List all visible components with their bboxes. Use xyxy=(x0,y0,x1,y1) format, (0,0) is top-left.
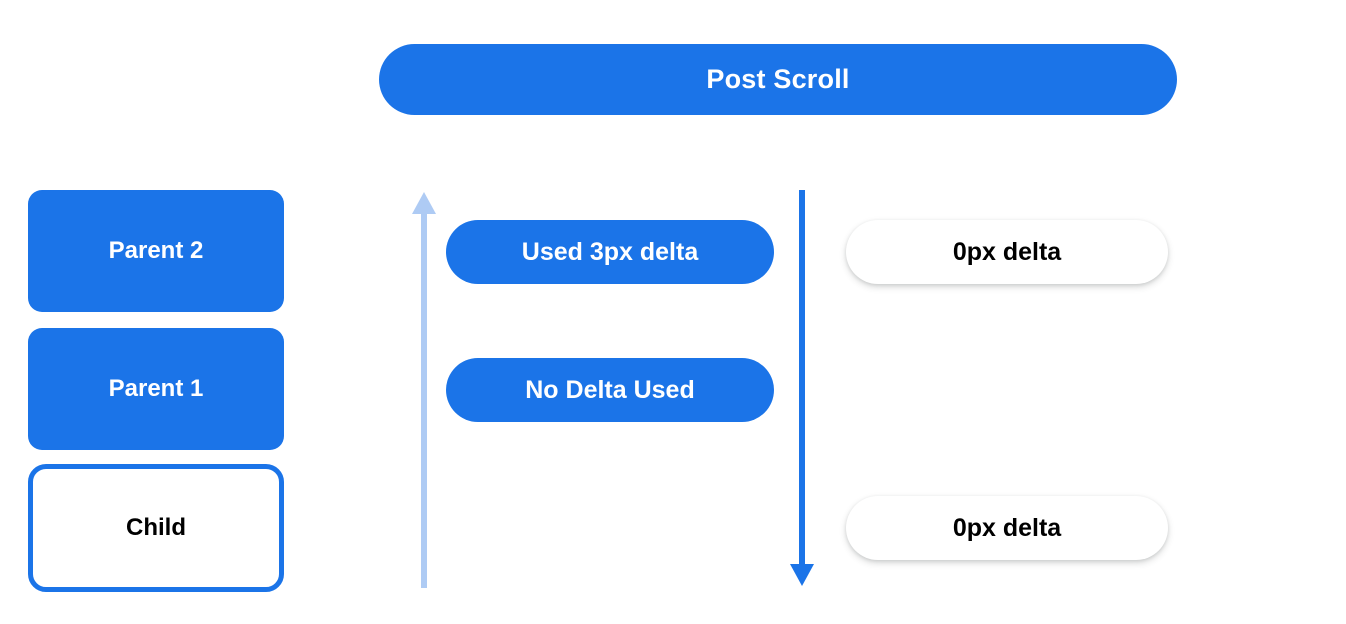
delta-pill-label: Used 3px delta xyxy=(521,237,699,266)
page-title: Post Scroll xyxy=(706,64,850,94)
delta-pill-unused: No Delta Used xyxy=(446,358,774,422)
stack-item-label: Child xyxy=(126,514,186,541)
delta-pill-label: No Delta Used xyxy=(525,375,695,404)
result-pill-top: 0px delta xyxy=(846,220,1168,284)
result-pill-bottom: 0px delta xyxy=(846,496,1168,560)
stack-item-child: Child xyxy=(28,464,284,592)
stack-item-label: Parent 1 xyxy=(108,375,204,402)
upward-arrow-icon xyxy=(412,192,436,588)
result-pill-label: 0px delta xyxy=(952,513,1062,542)
stack-item-label: Parent 2 xyxy=(108,237,204,264)
stack-item-parent-2: Parent 2 xyxy=(28,190,284,312)
result-pill-label: 0px delta xyxy=(952,237,1062,266)
header-pill: Post Scroll xyxy=(379,44,1177,115)
delta-pill-used: Used 3px delta xyxy=(446,220,774,284)
stack-item-parent-1: Parent 1 xyxy=(28,328,284,450)
downward-arrow-icon xyxy=(790,190,814,586)
